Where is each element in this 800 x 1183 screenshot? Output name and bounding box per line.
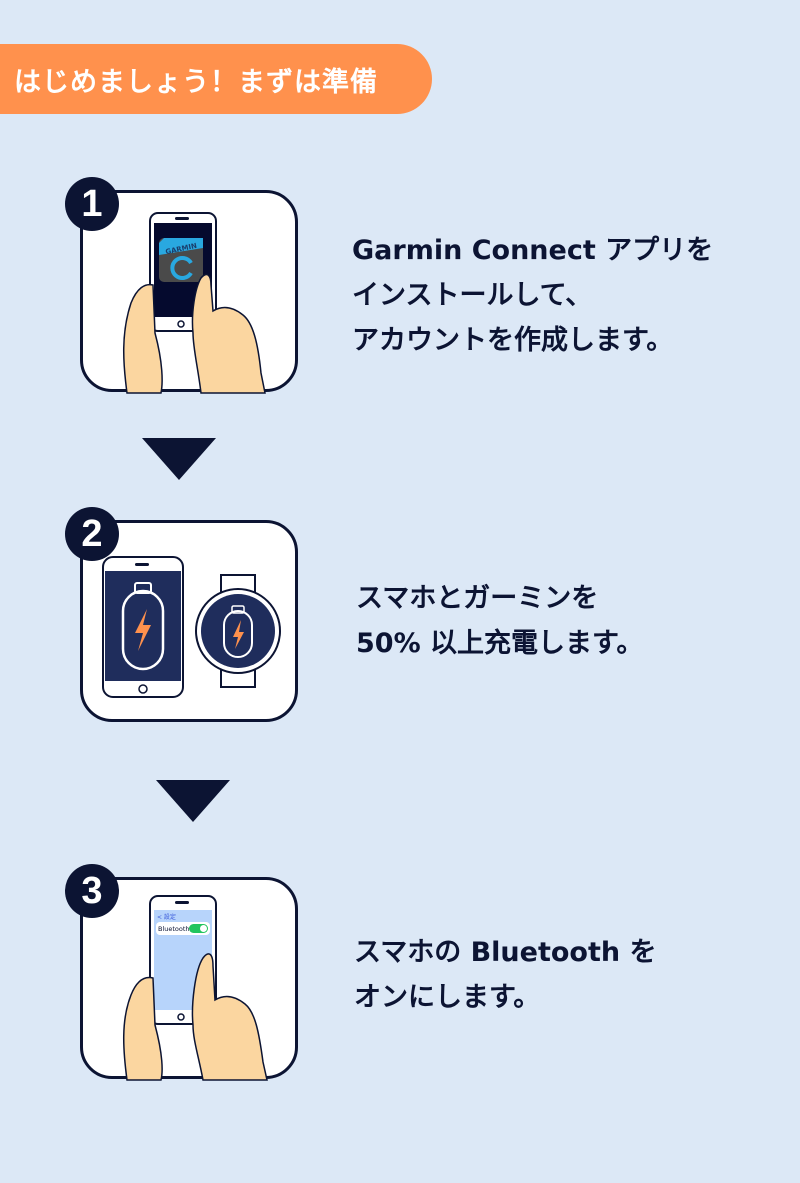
phone-watch-battery-icons	[102, 556, 281, 698]
hands-phone-bluetooth-toggle: < 設定 Bluetooth	[123, 895, 268, 1081]
step-number-badge: 3	[65, 864, 119, 918]
step-3-card: < 設定 Bluetooth 3	[65, 864, 298, 1081]
step-1-description: Garmin Connect アプリを インストールして、 アカウントを作成しま…	[352, 235, 714, 356]
section-title: はじめましょう！まずは準備	[14, 66, 378, 98]
svg-text:Bluetooth: Bluetooth	[158, 925, 190, 933]
svg-text:< 設定: < 設定	[157, 913, 176, 921]
step-2-description: スマホとガーミンを 50% 以上充電します。	[356, 583, 644, 659]
step-number-badge: 2	[65, 507, 119, 561]
step-3-description: スマホの Bluetooth を オンにします。	[354, 937, 657, 1013]
hands-phone-app-icon: GARMIN	[123, 212, 266, 394]
section-header-banner: はじめましょう！まずは準備	[0, 44, 432, 114]
step-number-badge: 1	[65, 177, 119, 231]
step-2-card: 2	[65, 507, 298, 722]
down-arrow-icon	[156, 780, 230, 822]
down-arrow-icon	[142, 438, 216, 480]
step-1-card: GARMIN 1	[65, 177, 298, 394]
